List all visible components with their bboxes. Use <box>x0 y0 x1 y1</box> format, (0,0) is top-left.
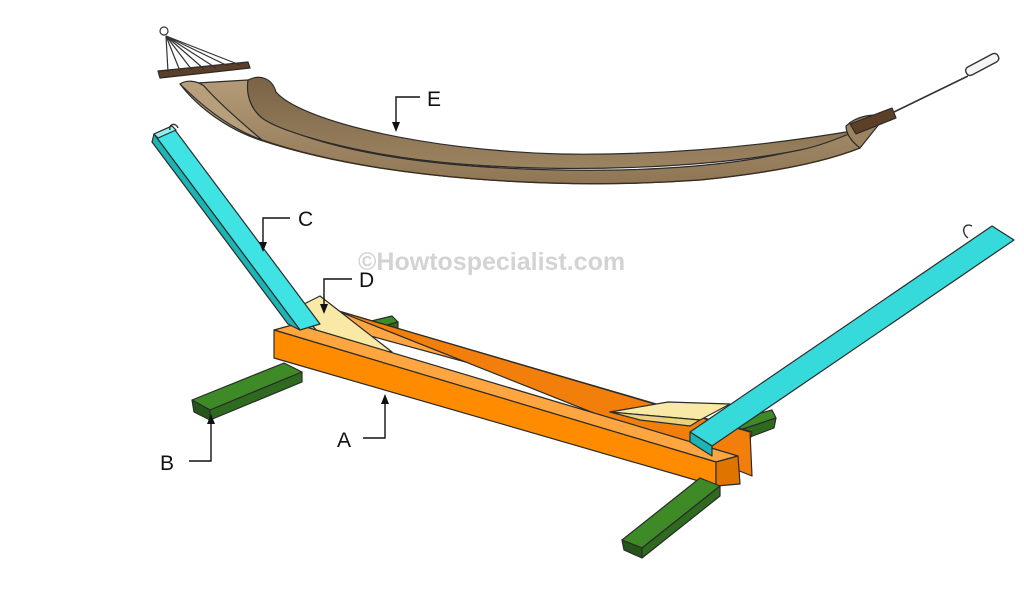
right-spreader-end <box>849 52 1000 135</box>
callout-a: A <box>337 394 389 452</box>
callout-d: D <box>320 269 374 314</box>
callout-c: C <box>259 208 313 252</box>
hammock-group <box>157 26 1000 185</box>
right-arm <box>689 224 1015 457</box>
watermark-text: ©Howtospecialist.com <box>358 248 625 276</box>
right-brace <box>609 401 731 427</box>
hammock-stand <box>151 123 1015 559</box>
left-arm <box>151 123 321 331</box>
front-base-beam <box>273 323 741 487</box>
hammock-cloth <box>179 76 885 185</box>
label-d: D <box>359 269 374 292</box>
label-c: C <box>298 208 313 231</box>
callout-b: B <box>160 414 215 475</box>
left-spreader-bar <box>157 26 251 79</box>
front-left-foot <box>191 362 303 421</box>
label-e: E <box>427 88 441 111</box>
label-b: B <box>160 452 174 475</box>
front-right-foot <box>621 477 721 559</box>
label-a: A <box>337 429 351 452</box>
callout-e: E <box>392 88 441 132</box>
